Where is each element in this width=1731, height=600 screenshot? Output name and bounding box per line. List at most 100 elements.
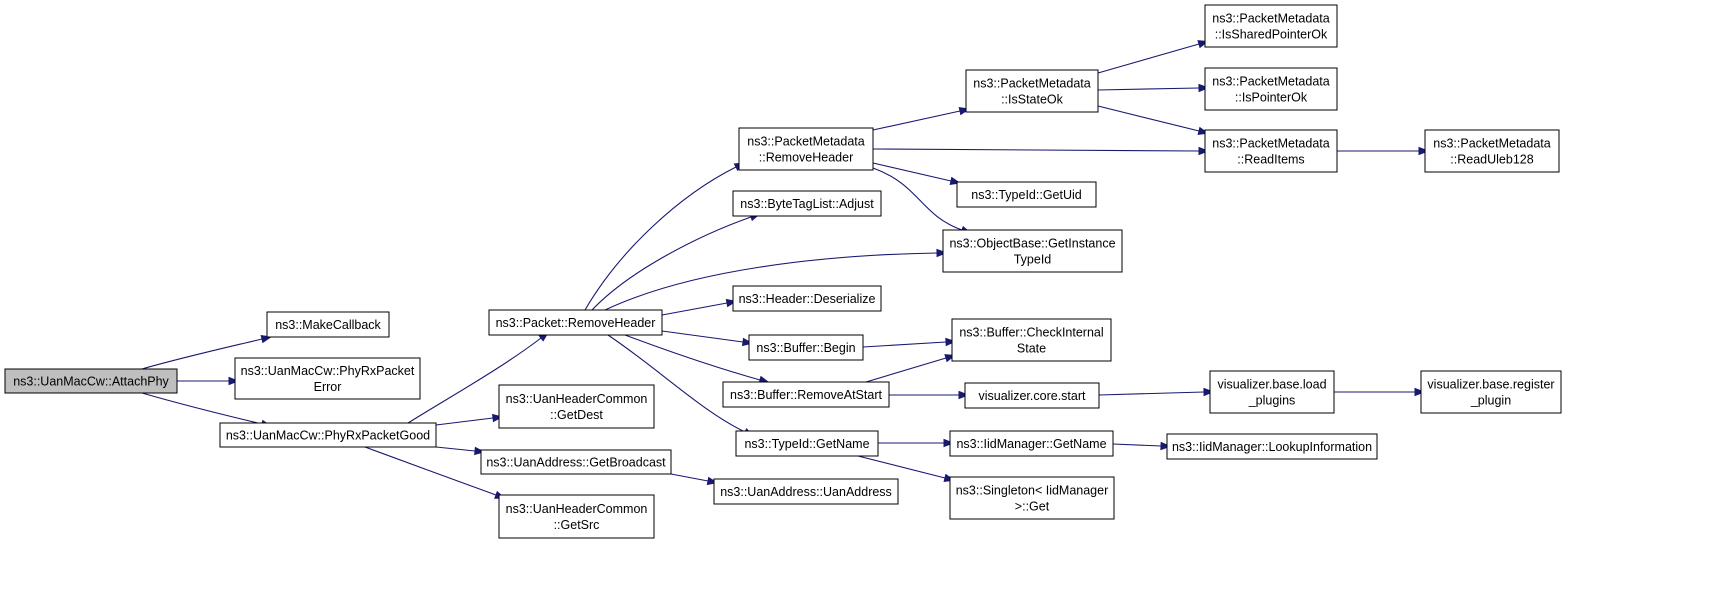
edge-packetmetadata-removeheader-to-packetmetadata-isstateok [872, 106, 971, 131]
node-makecallback[interactable]: ns3::MakeCallback [266, 311, 390, 338]
node-label: visualizer.base.register [1427, 378, 1554, 392]
node-label: _plugins [1248, 394, 1296, 408]
node-uanaddress-getbroadcast[interactable]: ns3::UanAddress::GetBroadcast [480, 449, 672, 475]
edge-typeid-getname-to-iidmanager-getname [878, 438, 955, 448]
node-iidmanager-getname[interactable]: ns3::IidManager::GetName [949, 430, 1114, 457]
node-packet-removeheader[interactable]: ns3::Packet::RemoveHeader [488, 309, 663, 336]
node-visualizer-core-start[interactable]: visualizer.core.start [964, 382, 1100, 409]
node-box[interactable] [266, 311, 390, 338]
node-label: ns3::Singleton< IidManager [956, 484, 1109, 498]
edge-line [1097, 43, 1200, 74]
node-label: ::RemoveHeader [759, 151, 854, 165]
node-typeid-getuid[interactable]: ns3::TypeId::GetUid [956, 181, 1097, 208]
node-packetmetadata-readitems[interactable]: ns3::PacketMetadata::ReadItems [1204, 129, 1338, 173]
node-box[interactable] [488, 309, 663, 336]
edge-buffer-removeatstart-to-visualizer-core-start [889, 390, 970, 400]
node-label: ::GetDest [550, 408, 603, 422]
edge-line [872, 148, 1200, 152]
node-box[interactable] [713, 478, 899, 505]
node-box[interactable] [1420, 370, 1562, 414]
node-label: ns3::Packet::RemoveHeader [496, 316, 656, 330]
node-label: ::GetSrc [554, 518, 600, 532]
node-box[interactable] [735, 430, 879, 457]
node-label: ns3::UanAddress::GetBroadcast [486, 456, 666, 470]
node-box[interactable] [1209, 370, 1335, 414]
node-box[interactable] [1204, 67, 1338, 111]
edge-line [661, 302, 728, 316]
node-box[interactable] [1204, 129, 1338, 173]
node-box[interactable] [732, 190, 882, 217]
node-box[interactable] [480, 449, 672, 475]
node-label: ns3::Buffer::Begin [756, 341, 855, 355]
node-typeid-getname[interactable]: ns3::TypeId::GetName [735, 430, 879, 457]
node-label: _plugin [1470, 394, 1511, 408]
node-attachphy[interactable]: ns3::UanMacCw::AttachPhy [4, 368, 178, 394]
node-label: ns3::UanMacCw::PhyRxPacketGood [226, 429, 430, 443]
node-box[interactable] [732, 285, 882, 312]
node-box[interactable] [748, 334, 864, 361]
edge-buffer-begin-to-buffer-checkinternalstate [862, 337, 957, 348]
node-box[interactable] [956, 181, 1097, 208]
node-iidmanager-lookupinformation[interactable]: ns3::IidManager::LookupInformation [1166, 433, 1378, 460]
edge-visualizer-base-load-plugins-to-visualizer-base-register-plugin [1334, 387, 1426, 397]
node-label: ns3::PacketMetadata [1433, 137, 1550, 151]
edge-line [1097, 105, 1200, 132]
edge-packetmetadata-isstateok-to-packetmetadata-ispointerok [1097, 83, 1210, 93]
edge-packet-removeheader-to-header-deserialize [661, 298, 738, 316]
node-phyrxpacketgood[interactable]: ns3::UanMacCw::PhyRxPacketGood [219, 422, 437, 448]
node-label: >::Get [1015, 500, 1050, 514]
node-packetmetadata-issharedpointerok[interactable]: ns3::PacketMetadata::IsSharedPointerOk [1204, 4, 1338, 48]
node-box[interactable] [964, 382, 1100, 409]
node-buffer-begin[interactable]: ns3::Buffer::Begin [748, 334, 864, 361]
node-box[interactable] [949, 476, 1115, 520]
edge-line [584, 166, 737, 311]
node-box[interactable] [951, 318, 1112, 362]
node-box[interactable] [1204, 4, 1338, 48]
node-label: ns3::UanMacCw::PhyRxPacket [241, 364, 415, 378]
node-box[interactable] [219, 422, 437, 448]
node-bytetaglist-adjust[interactable]: ns3::ByteTagList::Adjust [732, 190, 882, 217]
edge-packetmetadata-removeheader-to-objectbase-getinstancetypeid [872, 167, 972, 234]
node-label: ::IsStateOk [1001, 93, 1064, 107]
node-label: ns3::IidManager::LookupInformation [1172, 440, 1372, 454]
node-uanaddress-uanaddress[interactable]: ns3::UanAddress::UanAddress [713, 478, 899, 505]
node-box[interactable] [965, 69, 1099, 113]
node-buffer-removeatstart[interactable]: ns3::Buffer::RemoveAtStart [722, 381, 890, 408]
node-box[interactable] [722, 381, 890, 408]
node-label: ns3::ObjectBase::GetInstance [949, 237, 1115, 251]
arrow-head-icon [1160, 441, 1172, 451]
node-box[interactable] [1424, 129, 1560, 173]
edge-packetmetadata-isstateok-to-packetmetadata-issharedpointerok [1097, 40, 1209, 74]
node-packetmetadata-ispointerok[interactable]: ns3::PacketMetadata::IsPointerOk [1204, 67, 1338, 111]
node-box[interactable] [738, 127, 874, 171]
node-box[interactable] [942, 229, 1123, 273]
node-label: ::IsPointerOk [1235, 91, 1308, 105]
node-packetmetadata-removeheader[interactable]: ns3::PacketMetadata::RemoveHeader [738, 127, 874, 171]
arrow-head-icon [491, 413, 504, 423]
node-box[interactable] [498, 384, 655, 429]
node-box[interactable] [4, 368, 178, 394]
node-uanheadercommon-getdest[interactable]: ns3::UanHeaderCommon::GetDest [498, 384, 655, 429]
node-label: ns3::UanHeaderCommon [506, 502, 648, 516]
node-box[interactable] [949, 430, 1114, 457]
edge-line [857, 455, 946, 479]
node-label: ns3::UanMacCw::AttachPhy [13, 375, 169, 389]
node-uanheadercommon-getsrc[interactable]: ns3::UanHeaderCommon::GetSrc [498, 494, 655, 539]
node-visualizer-base-register-plugin[interactable]: visualizer.base.register _plugin [1420, 370, 1562, 414]
node-box[interactable] [498, 494, 655, 539]
node-label: ns3::UanAddress::UanAddress [720, 485, 892, 499]
node-packetmetadata-readuleb128[interactable]: ns3::PacketMetadata::ReadUleb128 [1424, 129, 1560, 173]
edge-line [872, 167, 963, 231]
node-packetmetadata-isstateok[interactable]: ns3::PacketMetadata::IsStateOk [965, 69, 1099, 113]
node-header-deserialize[interactable]: ns3::Header::Deserialize [732, 285, 882, 312]
node-box[interactable] [1166, 433, 1378, 460]
node-singleton-iidmanager-get[interactable]: ns3::Singleton< IidManager >::Get [949, 476, 1115, 520]
arrow-head-icon [1414, 387, 1426, 397]
node-visualizer-base-load-plugins[interactable]: visualizer.base.load_plugins [1209, 370, 1335, 414]
edge-line [407, 337, 542, 424]
node-label: visualizer.core.start [979, 389, 1087, 403]
node-box[interactable] [234, 357, 421, 400]
